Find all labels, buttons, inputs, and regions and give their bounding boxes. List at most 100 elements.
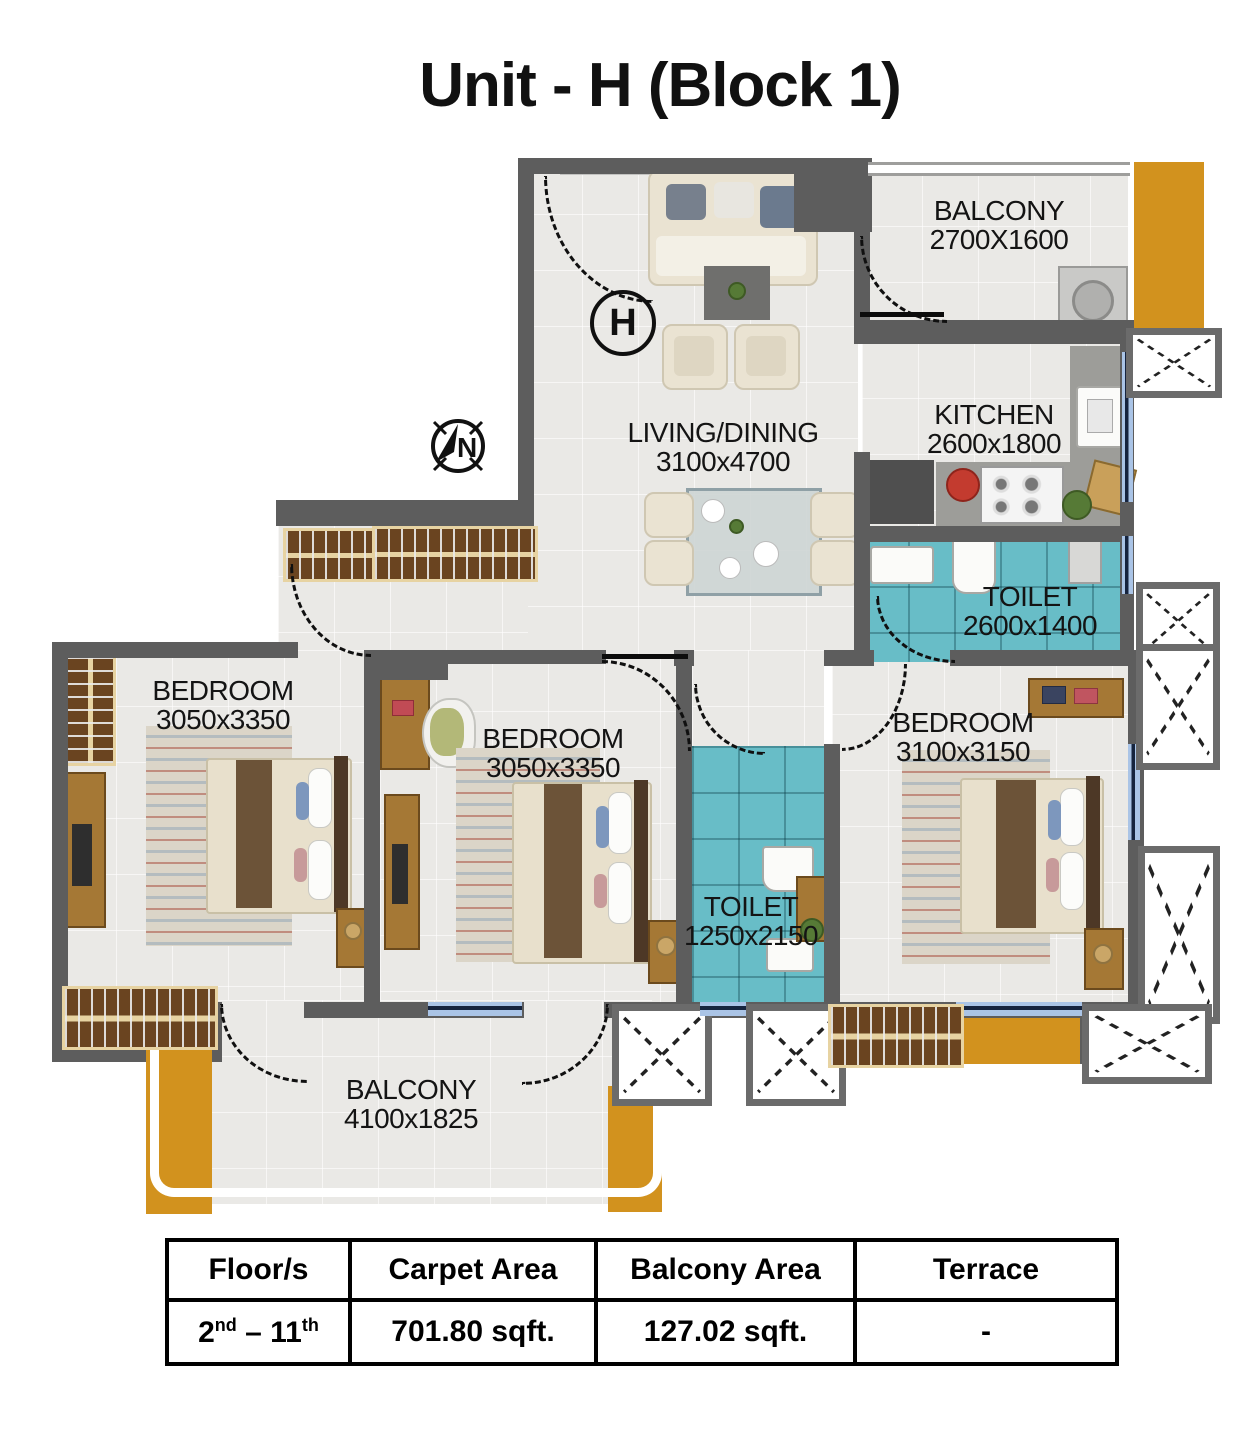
duct-shaft: [1138, 846, 1220, 1024]
bed-headboard: [1086, 776, 1100, 932]
toilet-window: [1122, 536, 1133, 594]
cell-carpet-area: 701.80 sqft.: [348, 1298, 598, 1366]
wall-segment: [854, 320, 1136, 344]
plant: [800, 918, 824, 942]
wall-segment: [518, 158, 872, 174]
room-name: BEDROOM: [892, 707, 1034, 738]
desk-item: [1074, 688, 1098, 704]
bed-runner: [996, 780, 1036, 928]
desk-item: [392, 700, 414, 716]
cushion: [1046, 858, 1059, 892]
washing-machine-drum: [1072, 280, 1114, 322]
room-name: BEDROOM: [152, 675, 294, 706]
north-compass-icon: N: [424, 412, 492, 480]
sink-basin: [1087, 399, 1113, 433]
bed-runner: [544, 784, 582, 958]
tv-unit: [64, 772, 106, 928]
door-leaf: [602, 654, 688, 659]
bed-headboard: [634, 780, 648, 962]
pillow: [308, 768, 332, 828]
duct-shaft: [1126, 328, 1222, 398]
unit-marker-label: H: [609, 301, 637, 344]
duct-x-icon: [1148, 863, 1210, 1007]
unit-marker: H: [590, 290, 656, 356]
floors-to: 11: [270, 1315, 302, 1349]
cell-floors: 2nd – 11th: [165, 1298, 352, 1366]
room-label-kitchen: KITCHEN 2600x1800: [927, 399, 1062, 458]
candle: [1093, 944, 1113, 964]
plate: [719, 557, 741, 579]
cushion: [594, 874, 607, 908]
area-table: Floor/s Carpet Area Balcony Area Terrace…: [165, 1238, 1119, 1366]
page-title: Unit - H (Block 1): [419, 51, 901, 120]
room-label-living-dining: LIVING/DINING 3100x4700: [627, 418, 819, 476]
tv: [392, 844, 408, 904]
header-balcony-area: Balcony Area: [594, 1238, 857, 1302]
wall-segment: [950, 650, 1148, 666]
coffee-table: [704, 266, 770, 320]
duct-shaft: [612, 1004, 712, 1106]
exterior-wall-accent: [956, 1018, 1080, 1064]
refrigerator: [870, 460, 934, 524]
wardrobe: [828, 1004, 964, 1068]
bed-headboard: [334, 756, 348, 912]
floors-sep: –: [236, 1315, 271, 1349]
wall-segment: [52, 642, 68, 1020]
duct-x-icon: [1136, 338, 1212, 388]
room-dims: 3050x3350: [485, 752, 621, 783]
vegetable-bowl: [1062, 490, 1092, 520]
cell-balcony-area: 127.02 sqft.: [594, 1298, 857, 1366]
dining-chair: [810, 540, 860, 586]
candle: [656, 936, 676, 956]
kitchen-window: [1122, 352, 1133, 502]
wall-segment: [518, 158, 534, 520]
cushion: [596, 806, 609, 848]
room-dims: 1250x2150: [683, 920, 819, 951]
cooker: [946, 468, 980, 502]
duct-x-icon: [1094, 1015, 1200, 1073]
room-dims: 2700X1600: [929, 224, 1069, 255]
bedroom-right-bottom-window: [956, 1002, 1082, 1016]
pillow: [308, 840, 332, 900]
desk: [1028, 678, 1124, 718]
cushion: [294, 848, 307, 882]
cushion: [1048, 800, 1061, 840]
room-dims: 2600x1400: [962, 610, 1098, 641]
compass-n-label: N: [457, 432, 477, 463]
cushion: [296, 782, 309, 820]
wardrobe: [62, 986, 218, 1050]
room-label-bedroom-right: BEDROOM 3100x3150: [892, 707, 1034, 766]
dining-chair: [644, 540, 694, 586]
tv-unit: [384, 794, 420, 950]
room-label-toilet-middle: TOILET 1250x2150: [683, 891, 819, 951]
floors-from-sup: nd: [214, 1314, 237, 1335]
header-terrace: Terrace: [853, 1238, 1119, 1302]
room-name: TOILET: [703, 891, 799, 922]
wall-segment: [52, 642, 298, 658]
room-label-balcony-top: BALCONY 2700X1600: [930, 196, 1069, 254]
gas-stove: [980, 466, 1064, 524]
plate: [753, 541, 779, 567]
balcony-railing: [868, 162, 1130, 176]
room-name: KITCHEN: [934, 399, 1054, 430]
dining-table: [686, 488, 822, 596]
compass-svg: N: [431, 419, 485, 473]
pillow: [1060, 852, 1084, 910]
room-name: BEDROOM: [482, 723, 624, 754]
room-label-bedroom-middle: BEDROOM 3050x3350: [482, 723, 624, 783]
toilet-sink: [870, 546, 934, 584]
duct-x-icon: [756, 1016, 836, 1094]
room-name: TOILET: [982, 581, 1078, 612]
sofa-cushion: [714, 182, 754, 218]
armchair: [734, 324, 800, 390]
plant: [729, 519, 744, 534]
armchair-cushion: [674, 336, 714, 376]
duct-shaft: [1082, 1004, 1212, 1084]
bed-runner: [236, 760, 272, 908]
pillow: [1060, 788, 1084, 846]
duct-x-icon: [622, 1016, 702, 1094]
book: [1042, 686, 1066, 704]
room-label-balcony-bottom: BALCONY 4100x1825: [344, 1075, 479, 1133]
duct-shaft: [1136, 644, 1220, 770]
